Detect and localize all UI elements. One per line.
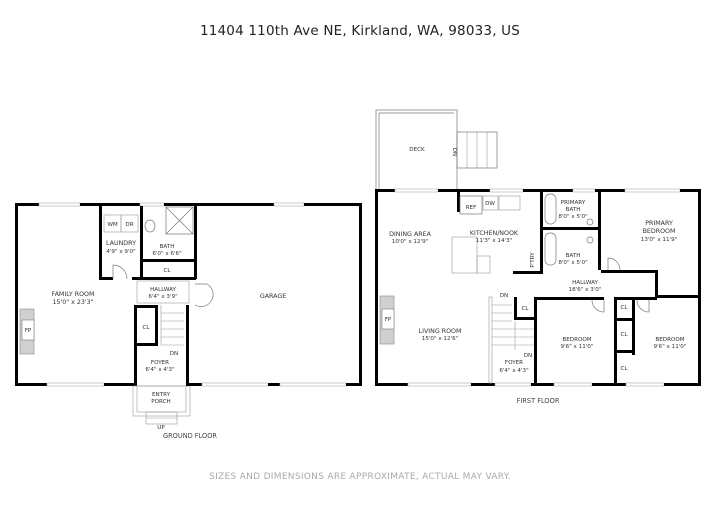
svg-text:DECK: DECK — [409, 147, 425, 153]
svg-text:FOYER: FOYER — [505, 360, 523, 366]
svg-text:6'4" x 3'9": 6'4" x 3'9" — [148, 294, 178, 300]
dimensions-disclaimer: SIZES AND DIMENSIONS ARE APPROXIMATE, AC… — [209, 472, 511, 482]
svg-text:8'0" x 5'0": 8'0" x 5'0" — [558, 214, 588, 220]
svg-text:REF: REF — [466, 205, 477, 211]
first-floor-plan: DECK DN REF DW DINING AREA 10'0" x 12' — [375, 109, 701, 405]
svg-text:CL: CL — [620, 332, 628, 338]
svg-text:FP: FP — [25, 328, 32, 334]
svg-text:CL: CL — [620, 305, 628, 311]
svg-text:HALLWAY: HALLWAY — [150, 287, 176, 293]
svg-text:18'6" x 3'0": 18'6" x 3'0" — [569, 287, 602, 293]
svg-text:DN: DN — [451, 148, 457, 157]
svg-text:CL: CL — [142, 325, 150, 331]
first-floor-label: FIRST FLOOR — [517, 397, 560, 405]
svg-text:BATH: BATH — [566, 253, 581, 259]
svg-text:PORCH: PORCH — [151, 399, 171, 405]
svg-text:FAMILY ROOM: FAMILY ROOM — [52, 291, 95, 298]
svg-text:PRIMARY: PRIMARY — [561, 200, 586, 206]
svg-text:BATH: BATH — [160, 244, 175, 250]
svg-text:15'0" x 23'3": 15'0" x 23'3" — [52, 299, 93, 306]
svg-text:BEDROOM: BEDROOM — [655, 337, 684, 343]
svg-text:11'3" x 14'3": 11'3" x 14'3" — [476, 238, 513, 244]
svg-text:6'4" x 4'3": 6'4" x 4'3" — [145, 367, 175, 373]
svg-text:FOYER: FOYER — [151, 360, 169, 366]
ground-floor-plan: WM DR LAUNDRY 4'9" x 9'0" BATH 6'0" x 6'… — [15, 202, 362, 440]
svg-text:BATH: BATH — [566, 207, 581, 213]
svg-text:15'0" x 12'6": 15'0" x 12'6" — [422, 336, 459, 342]
svg-text:8'0" x 5'0": 8'0" x 5'0" — [558, 260, 588, 266]
svg-text:13'0" x 11'9": 13'0" x 11'9" — [641, 237, 678, 243]
svg-text:UP: UP — [157, 425, 165, 431]
svg-text:CL: CL — [163, 268, 171, 274]
svg-text:DW: DW — [485, 201, 495, 207]
svg-text:CL: CL — [521, 306, 529, 312]
svg-text:DINING AREA: DINING AREA — [389, 231, 432, 238]
svg-text:6'4" x 4'3": 6'4" x 4'3" — [499, 368, 529, 374]
svg-text:9'6" x 11'0": 9'6" x 11'0" — [654, 344, 687, 350]
svg-text:DR: DR — [125, 222, 133, 228]
ground-floor-label: GROUND FLOOR — [163, 432, 217, 440]
svg-text:BEDROOM: BEDROOM — [643, 228, 676, 235]
svg-text:BEDROOM: BEDROOM — [562, 337, 591, 343]
svg-text:ENTRY: ENTRY — [152, 392, 171, 398]
svg-text:P'TRY: P'TRY — [530, 252, 536, 268]
svg-text:HALLWAY: HALLWAY — [572, 280, 598, 286]
svg-text:DN: DN — [170, 351, 179, 357]
svg-text:6'0" x 6'6": 6'0" x 6'6" — [152, 251, 182, 257]
svg-text:KITCHEN/NOOK: KITCHEN/NOOK — [470, 230, 519, 237]
svg-text:DN: DN — [500, 293, 509, 299]
property-address: 11404 110th Ave NE, Kirkland, WA, 98033,… — [199, 23, 521, 39]
svg-text:LAUNDRY: LAUNDRY — [106, 240, 136, 247]
svg-text:LIVING ROOM: LIVING ROOM — [419, 328, 462, 335]
svg-text:WM: WM — [107, 222, 118, 228]
svg-text:4'9" x 9'0": 4'9" x 9'0" — [106, 249, 136, 255]
svg-text:GARAGE: GARAGE — [260, 293, 286, 300]
svg-text:CL: CL — [620, 366, 628, 372]
svg-text:PRIMARY: PRIMARY — [645, 220, 673, 227]
svg-text:DN: DN — [524, 353, 533, 359]
svg-text:FP: FP — [385, 317, 392, 323]
svg-text:9'6" x 11'0": 9'6" x 11'0" — [561, 344, 594, 350]
svg-text:10'0" x 12'9": 10'0" x 12'9" — [392, 239, 429, 245]
